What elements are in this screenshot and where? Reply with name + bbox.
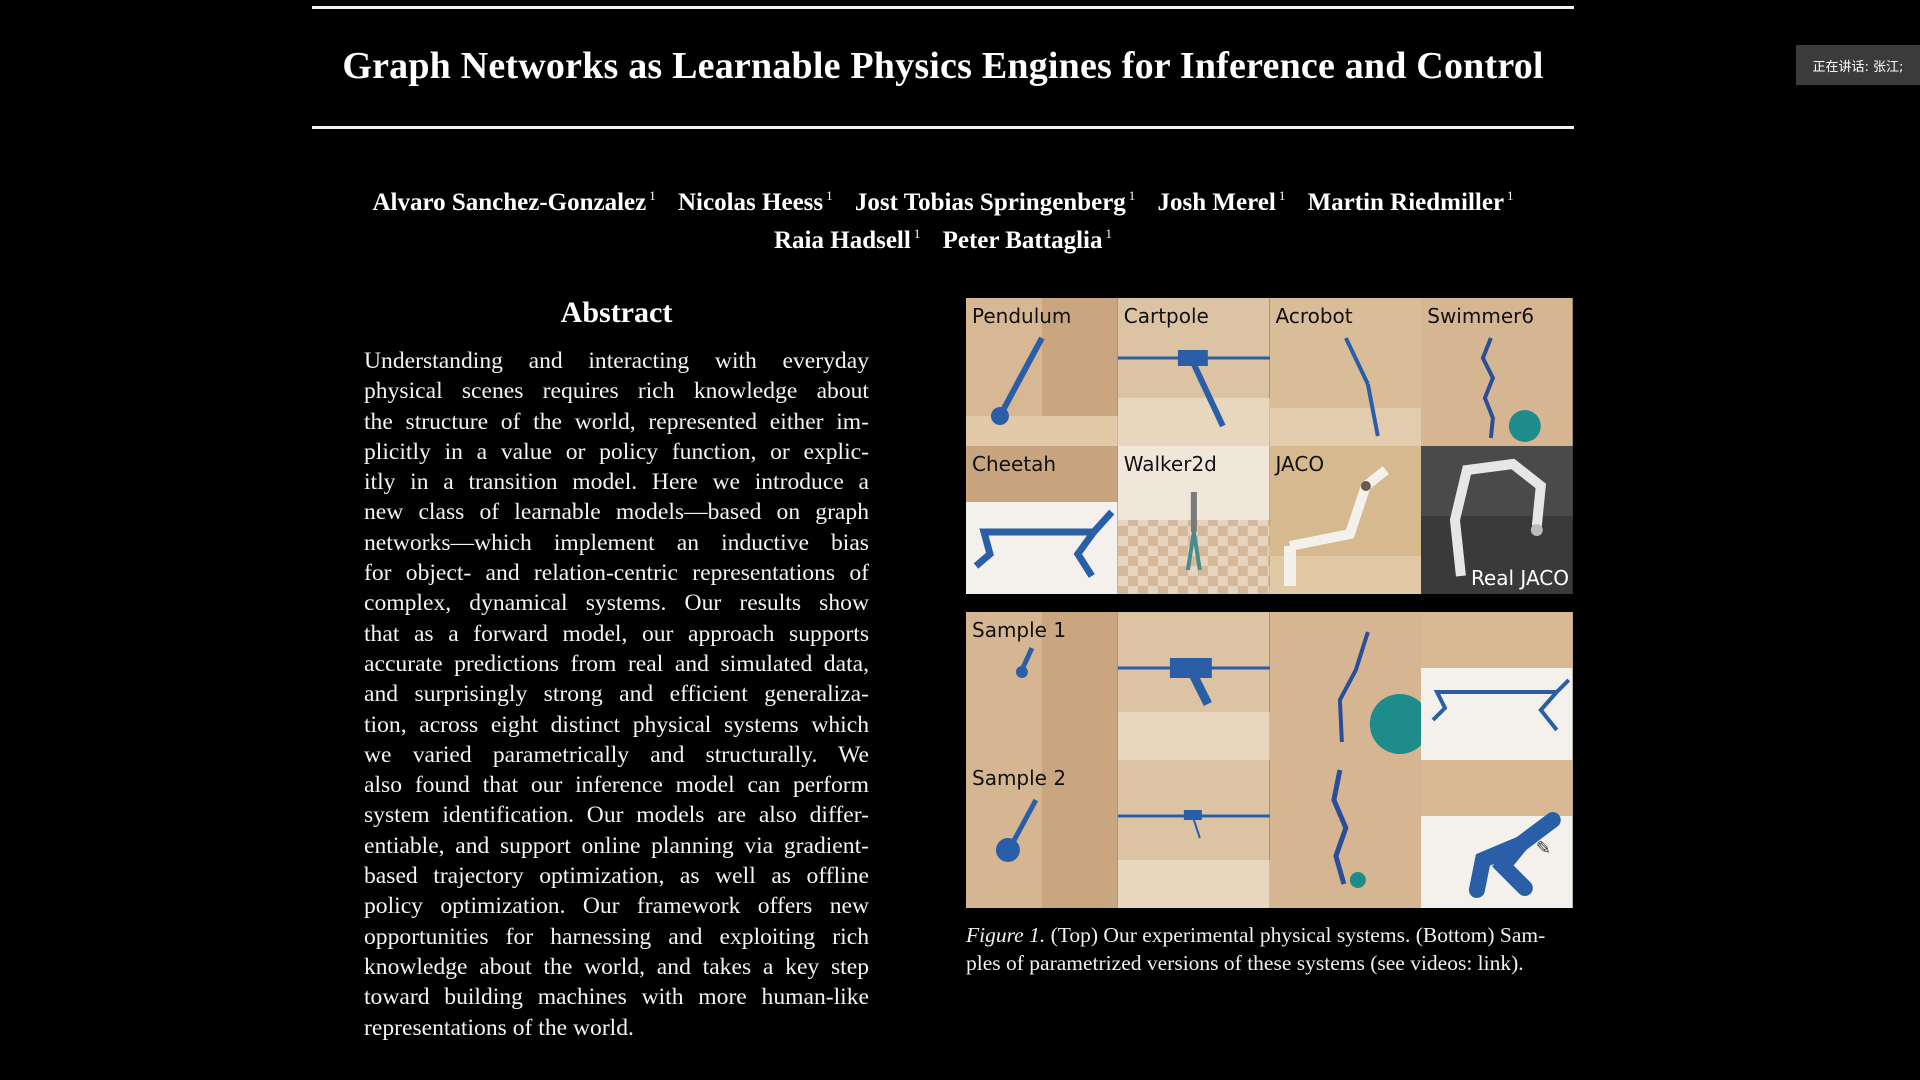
abstract-line: entiable, and support online planning vi…: [364, 832, 869, 859]
pen-cursor-icon: ✎: [1535, 838, 1551, 858]
sample1-cheetah: [1421, 612, 1573, 760]
abstract-line: also found that our inference model can …: [364, 772, 869, 799]
abstract-line: Understanding and interacting with every…: [364, 348, 869, 374]
abstract-text: Understanding and interacting with every…: [364, 346, 869, 1043]
sample-label-1: Sample 1: [972, 618, 1067, 642]
panel-label-acrobot: Acrobot: [1275, 304, 1353, 328]
panel-swimmer6: Swimmer6: [1421, 298, 1573, 446]
abstract-line: we varied parametrically and structurall…: [364, 741, 869, 768]
sample1-swimmer: [1269, 612, 1422, 760]
panel-label-swimmer6: Swimmer6: [1427, 304, 1535, 328]
caption-label: Figure 1.: [966, 923, 1046, 947]
paper-title: Graph Networks as Learnable Physics Engi…: [342, 45, 1544, 87]
panel-walker2d: Walker2d: [1117, 446, 1270, 594]
sample2-cheetah: ✎: [1421, 760, 1573, 908]
abstract-heading: Abstract: [560, 296, 673, 329]
abstract-line: new class of learnable models—based on g…: [364, 499, 869, 526]
abstract-line: physical scenes requires rich knowledge …: [364, 378, 869, 405]
caption-line-2: ples of parametrized versions of these s…: [966, 951, 1524, 975]
panel-label-real-jaco: Real JACO: [1470, 566, 1569, 590]
sample-label-2: Sample 2: [972, 766, 1067, 790]
panel-jaco: JACO: [1269, 446, 1422, 594]
abstract-line: toward building machines with more human…: [364, 984, 869, 1011]
sample2-pendulum: Sample 2: [966, 760, 1118, 908]
figure-samples-grid: Sample 1: [966, 612, 1573, 908]
abstract-line: policy optimization. Our framework offer…: [364, 893, 869, 920]
abstract-line: the structure of the world, represented …: [364, 408, 869, 435]
title-rule: [312, 126, 1574, 129]
figure-systems-grid: Pendulum Cartpole Acrobot: [966, 298, 1573, 594]
abstract-line: and surprisingly strong and efficient ge…: [364, 681, 869, 708]
abstract-line: opportunities for harnessing and exploit…: [364, 923, 869, 950]
abstract-line: itly in a transition model. Here we intr…: [364, 469, 869, 496]
panel-label-cartpole: Cartpole: [1123, 304, 1209, 328]
sample1-cartpole: [1117, 612, 1270, 760]
panel-pendulum: Pendulum: [966, 298, 1118, 446]
abstract-line: knowledge about the world, and takes a k…: [364, 953, 869, 980]
abstract-line: plicitly in a value or policy function, …: [364, 438, 869, 465]
abstract-line: representations of the world.: [364, 1014, 634, 1041]
speaking-indicator: 正在讲话: 张江;: [1796, 45, 1920, 85]
panel-label-cheetah: Cheetah: [972, 452, 1057, 476]
sample1-pendulum: Sample 1: [966, 612, 1118, 760]
sample2-cartpole: [1117, 760, 1270, 908]
abstract-line: complex, dynamical systems. Our results …: [364, 590, 869, 617]
abstract-line: for object- and relation-centric represe…: [364, 560, 869, 587]
caption-line-1: Figure 1. (Top) Our experimental physica…: [966, 923, 1546, 947]
top-rule: [312, 6, 1574, 9]
sample2-swimmer: [1269, 760, 1422, 908]
panel-label-walker2d: Walker2d: [1123, 452, 1217, 476]
abstract-line: that as a forward model, our approach su…: [364, 620, 869, 647]
panel-label-jaco: JACO: [1275, 452, 1325, 476]
abstract-line: based trajectory optimization, as well a…: [364, 863, 869, 890]
panel-cartpole: Cartpole: [1117, 298, 1270, 446]
figure-caption: Figure 1. (Top) Our experimental physica…: [966, 921, 1576, 977]
panel-acrobot: Acrobot: [1269, 298, 1422, 446]
panel-real-jaco: Real JACO: [1421, 446, 1573, 594]
panel-label-pendulum: Pendulum: [972, 304, 1072, 328]
abstract-line: tion, across eight distinct physical sys…: [364, 711, 869, 738]
abstract-line: accurate predictions from real and simul…: [364, 650, 869, 677]
panel-cheetah: Cheetah: [966, 446, 1118, 594]
abstract-line: networks—which implement an inductive bi…: [364, 529, 869, 556]
abstract-line: system identification. Our models are al…: [364, 802, 869, 829]
